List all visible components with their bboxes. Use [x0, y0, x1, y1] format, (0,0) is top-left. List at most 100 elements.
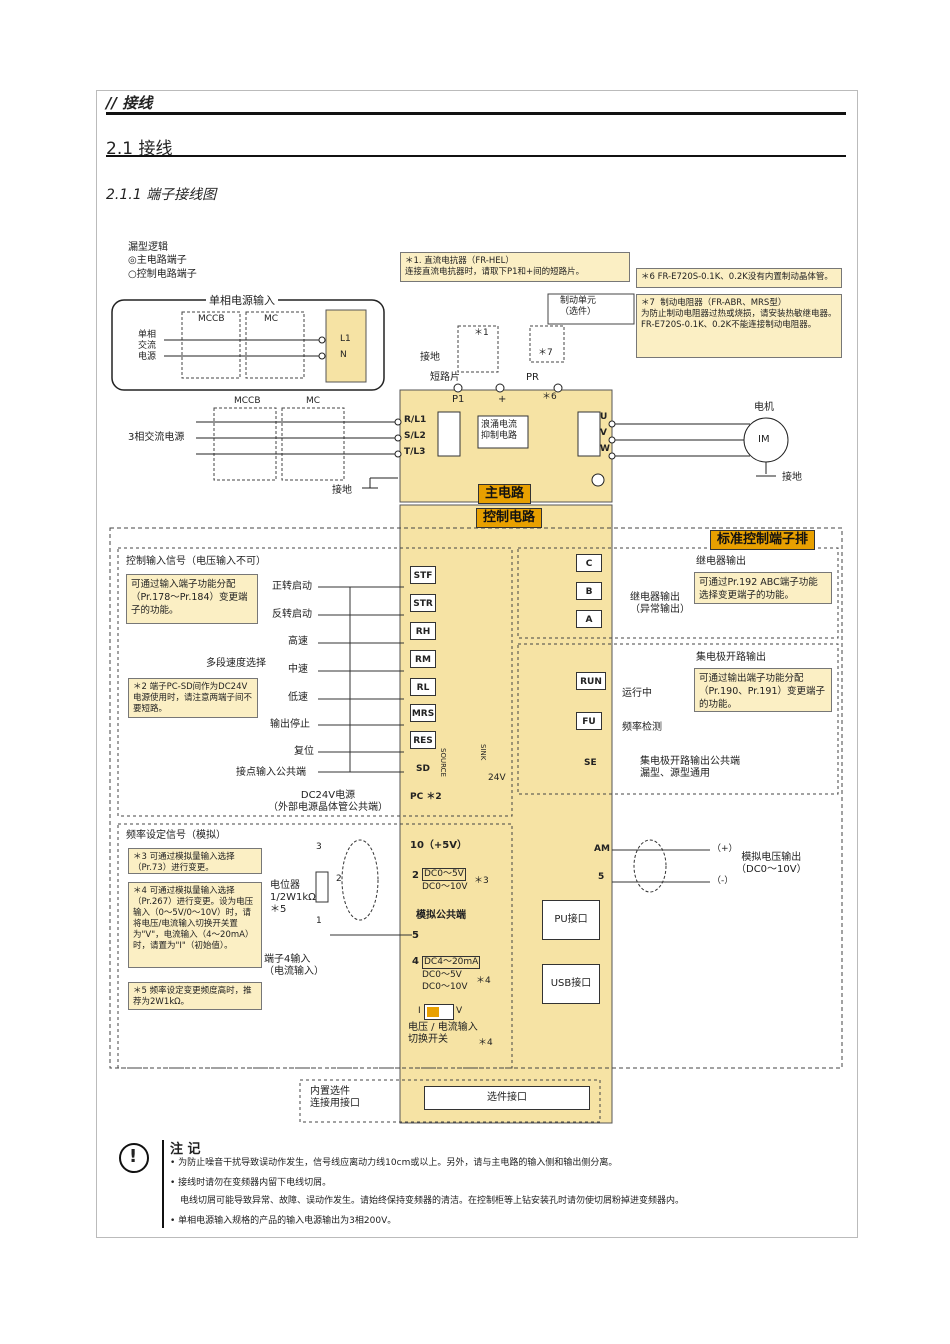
analog-common: 模拟公共端: [416, 910, 466, 921]
source-label: SOURCE: [439, 748, 447, 777]
dc24-label: DC24V电源 （外部电源晶体管公共端）: [268, 790, 388, 813]
terminal-run: RUN: [576, 672, 606, 690]
rev-label: 反转启动: [272, 609, 312, 620]
pot-1: 1: [316, 916, 322, 926]
option-port[interactable]: 选件接口: [424, 1086, 590, 1110]
am5-label: 5: [598, 872, 605, 882]
control-circuit-label: 控制电路: [476, 508, 543, 528]
switch-label: 电压 / 电流输入 切换开关: [408, 1022, 478, 1045]
terminal-fu: FU: [576, 712, 602, 730]
note-7: ＊7 制动电阻器（FR-ABR、MRS型） 为防止制动电阻器过热或烧损，请安装热…: [636, 294, 842, 358]
single-phase-title: 单相电源输入: [206, 294, 278, 307]
legend-control-terminal: ○控制电路端子: [128, 269, 197, 280]
single-mccb: MCCB: [198, 314, 225, 324]
note-4: ＊4 可通过模拟量输入选择（Pr.267）进行变更。设为电压输入（0～5V/0～…: [128, 882, 262, 968]
legend-main-terminal: ◎主电路端子: [128, 255, 187, 266]
multi-speed-label: 多段速度选择: [206, 658, 266, 669]
am-label: AM: [594, 844, 610, 854]
std-terminal-label: 标准控制端子排: [710, 530, 816, 550]
caution-icon: !: [129, 1146, 138, 1167]
switch-v: V: [456, 1006, 463, 1016]
pot-2: 2: [336, 874, 342, 884]
input-func-note: 可通过输入端子功能分配（Pr.178～Pr.184）变更端子的功能。: [126, 574, 258, 624]
note-6: ＊6 FR-E720S-0.1K、0.2K没有内置制动晶体管。: [636, 268, 842, 288]
terminal-c: C: [576, 554, 602, 572]
three-source: 3相交流电源: [128, 432, 185, 443]
caution-text-2: 接线时请勿在变频器内留下电线切屑。: [178, 1178, 332, 1188]
caution-item-3: 电线切屑可能导致异常、故障、误动作发生。请始终保持变频器的清洁。在控制柜等上钻安…: [180, 1196, 684, 1207]
terminal-a: A: [576, 610, 602, 628]
u-label: U: [600, 412, 608, 422]
terminal-se: SE: [584, 758, 597, 768]
s-label: S/L2: [404, 431, 426, 441]
input-title: 控制输入信号（电压输入不可）: [126, 556, 266, 567]
t4-range3: DC0～10V: [422, 982, 468, 992]
section-rule: [106, 155, 846, 157]
relay-out-label: 继电器输出 （异常输出）: [630, 592, 690, 615]
t4-range1: DC4～20mA: [422, 956, 481, 969]
w-label: W: [600, 444, 610, 454]
t4-range2: DC0～5V: [422, 970, 462, 980]
input-dashed: [117, 547, 513, 817]
relay-dashed: [517, 547, 839, 639]
chapter-tab-text: 接线: [122, 94, 153, 112]
freq-dashed: [117, 823, 513, 1069]
usb-port[interactable]: USB接口: [542, 964, 600, 1004]
plus-label: +: [498, 394, 507, 405]
oc-title: 集电极开路输出: [696, 652, 766, 663]
t2-star: ＊3: [474, 876, 489, 886]
r-label: R/L1: [404, 415, 427, 425]
note-1: ＊1. 直流电抗器（FR-HEL） 连接直流电抗器时，请取下P1和+间的短路片。: [400, 252, 630, 282]
brake-unit: 制动单元 （选件）: [560, 296, 597, 317]
pr-label: PR: [526, 372, 539, 383]
mc-star7: ＊7: [538, 348, 553, 358]
main-circuit-label: 主电路: [478, 484, 532, 504]
mc-ground: 接地: [420, 352, 440, 363]
freq-title: 频率设定信号（模拟）: [126, 830, 226, 841]
motor-ground: 接地: [782, 472, 802, 483]
three-mc: MC: [306, 396, 321, 406]
relay-func-note: 可通过Pr.192 ABC端子功能选择变更端子的功能。: [694, 572, 832, 604]
low-label: 低速: [288, 692, 308, 703]
t-label: T/L3: [404, 447, 426, 457]
three-ground: 接地: [332, 485, 352, 496]
caution-text-1: 为防止噪音干扰导致误动作发生，信号线应离动力线10cm或以上。另外，请与主电路的…: [178, 1158, 618, 1168]
fwd-label: 正转启动: [272, 581, 312, 592]
t5-label: 5: [412, 930, 419, 941]
oc-func-note: 可通过输出端子功能分配（Pr.190、Pr.191）变更端子的功能。: [694, 668, 832, 712]
single-mc: MC: [264, 314, 279, 324]
caution-text-4: 单相电源输入规格的产品的输入电源输出为3相200V。: [178, 1216, 397, 1226]
caution-item-4: • 单相电源输入规格的产品的输入电源输出为3相200V。: [170, 1216, 397, 1226]
terminal-sd: SD: [416, 764, 430, 774]
sink-label: SINK: [479, 744, 487, 761]
terminal-mrs: MRS: [410, 704, 436, 722]
t10-label: 10（+5V）: [410, 840, 467, 851]
minus-out: （-）: [712, 876, 734, 886]
single-source: 单相 交流 电源: [138, 330, 157, 362]
im-label: IM: [758, 434, 770, 445]
terminal-res: RES: [410, 731, 436, 749]
terminal-rl: RL: [410, 678, 436, 696]
io-switch[interactable]: [424, 1004, 454, 1020]
t4-star: ＊4: [476, 976, 491, 986]
p1-label: P1: [452, 394, 465, 405]
plus-out: （+）: [712, 844, 738, 854]
stop-label: 输出停止: [270, 719, 310, 730]
v24-label: 24V: [488, 773, 506, 783]
pot-label: 电位器 1/2W1kΩ ＊5: [270, 880, 316, 915]
reset-label: 复位: [294, 746, 314, 757]
relay-title: 继电器输出: [696, 556, 746, 567]
single-n: N: [340, 350, 347, 360]
caution-title: 注 记: [170, 1142, 201, 1157]
terminal-pc: PC ＊2: [410, 792, 442, 802]
chapter-tab: // 接线: [106, 94, 153, 112]
pu-port[interactable]: PU接口: [542, 900, 600, 940]
caution-item-1: • 为防止噪音干扰导致误动作发生，信号线应离动力线10cm或以上。另外，请与主电…: [170, 1158, 618, 1168]
terminal-b: B: [576, 582, 602, 600]
page-frame: [96, 90, 858, 1238]
short-bar: 短路片: [430, 372, 460, 383]
legend-title: 漏型逻辑: [128, 242, 168, 253]
v-label: V: [600, 428, 607, 438]
terminal-str: STR: [410, 594, 436, 612]
motor-label: 电机: [754, 402, 774, 413]
